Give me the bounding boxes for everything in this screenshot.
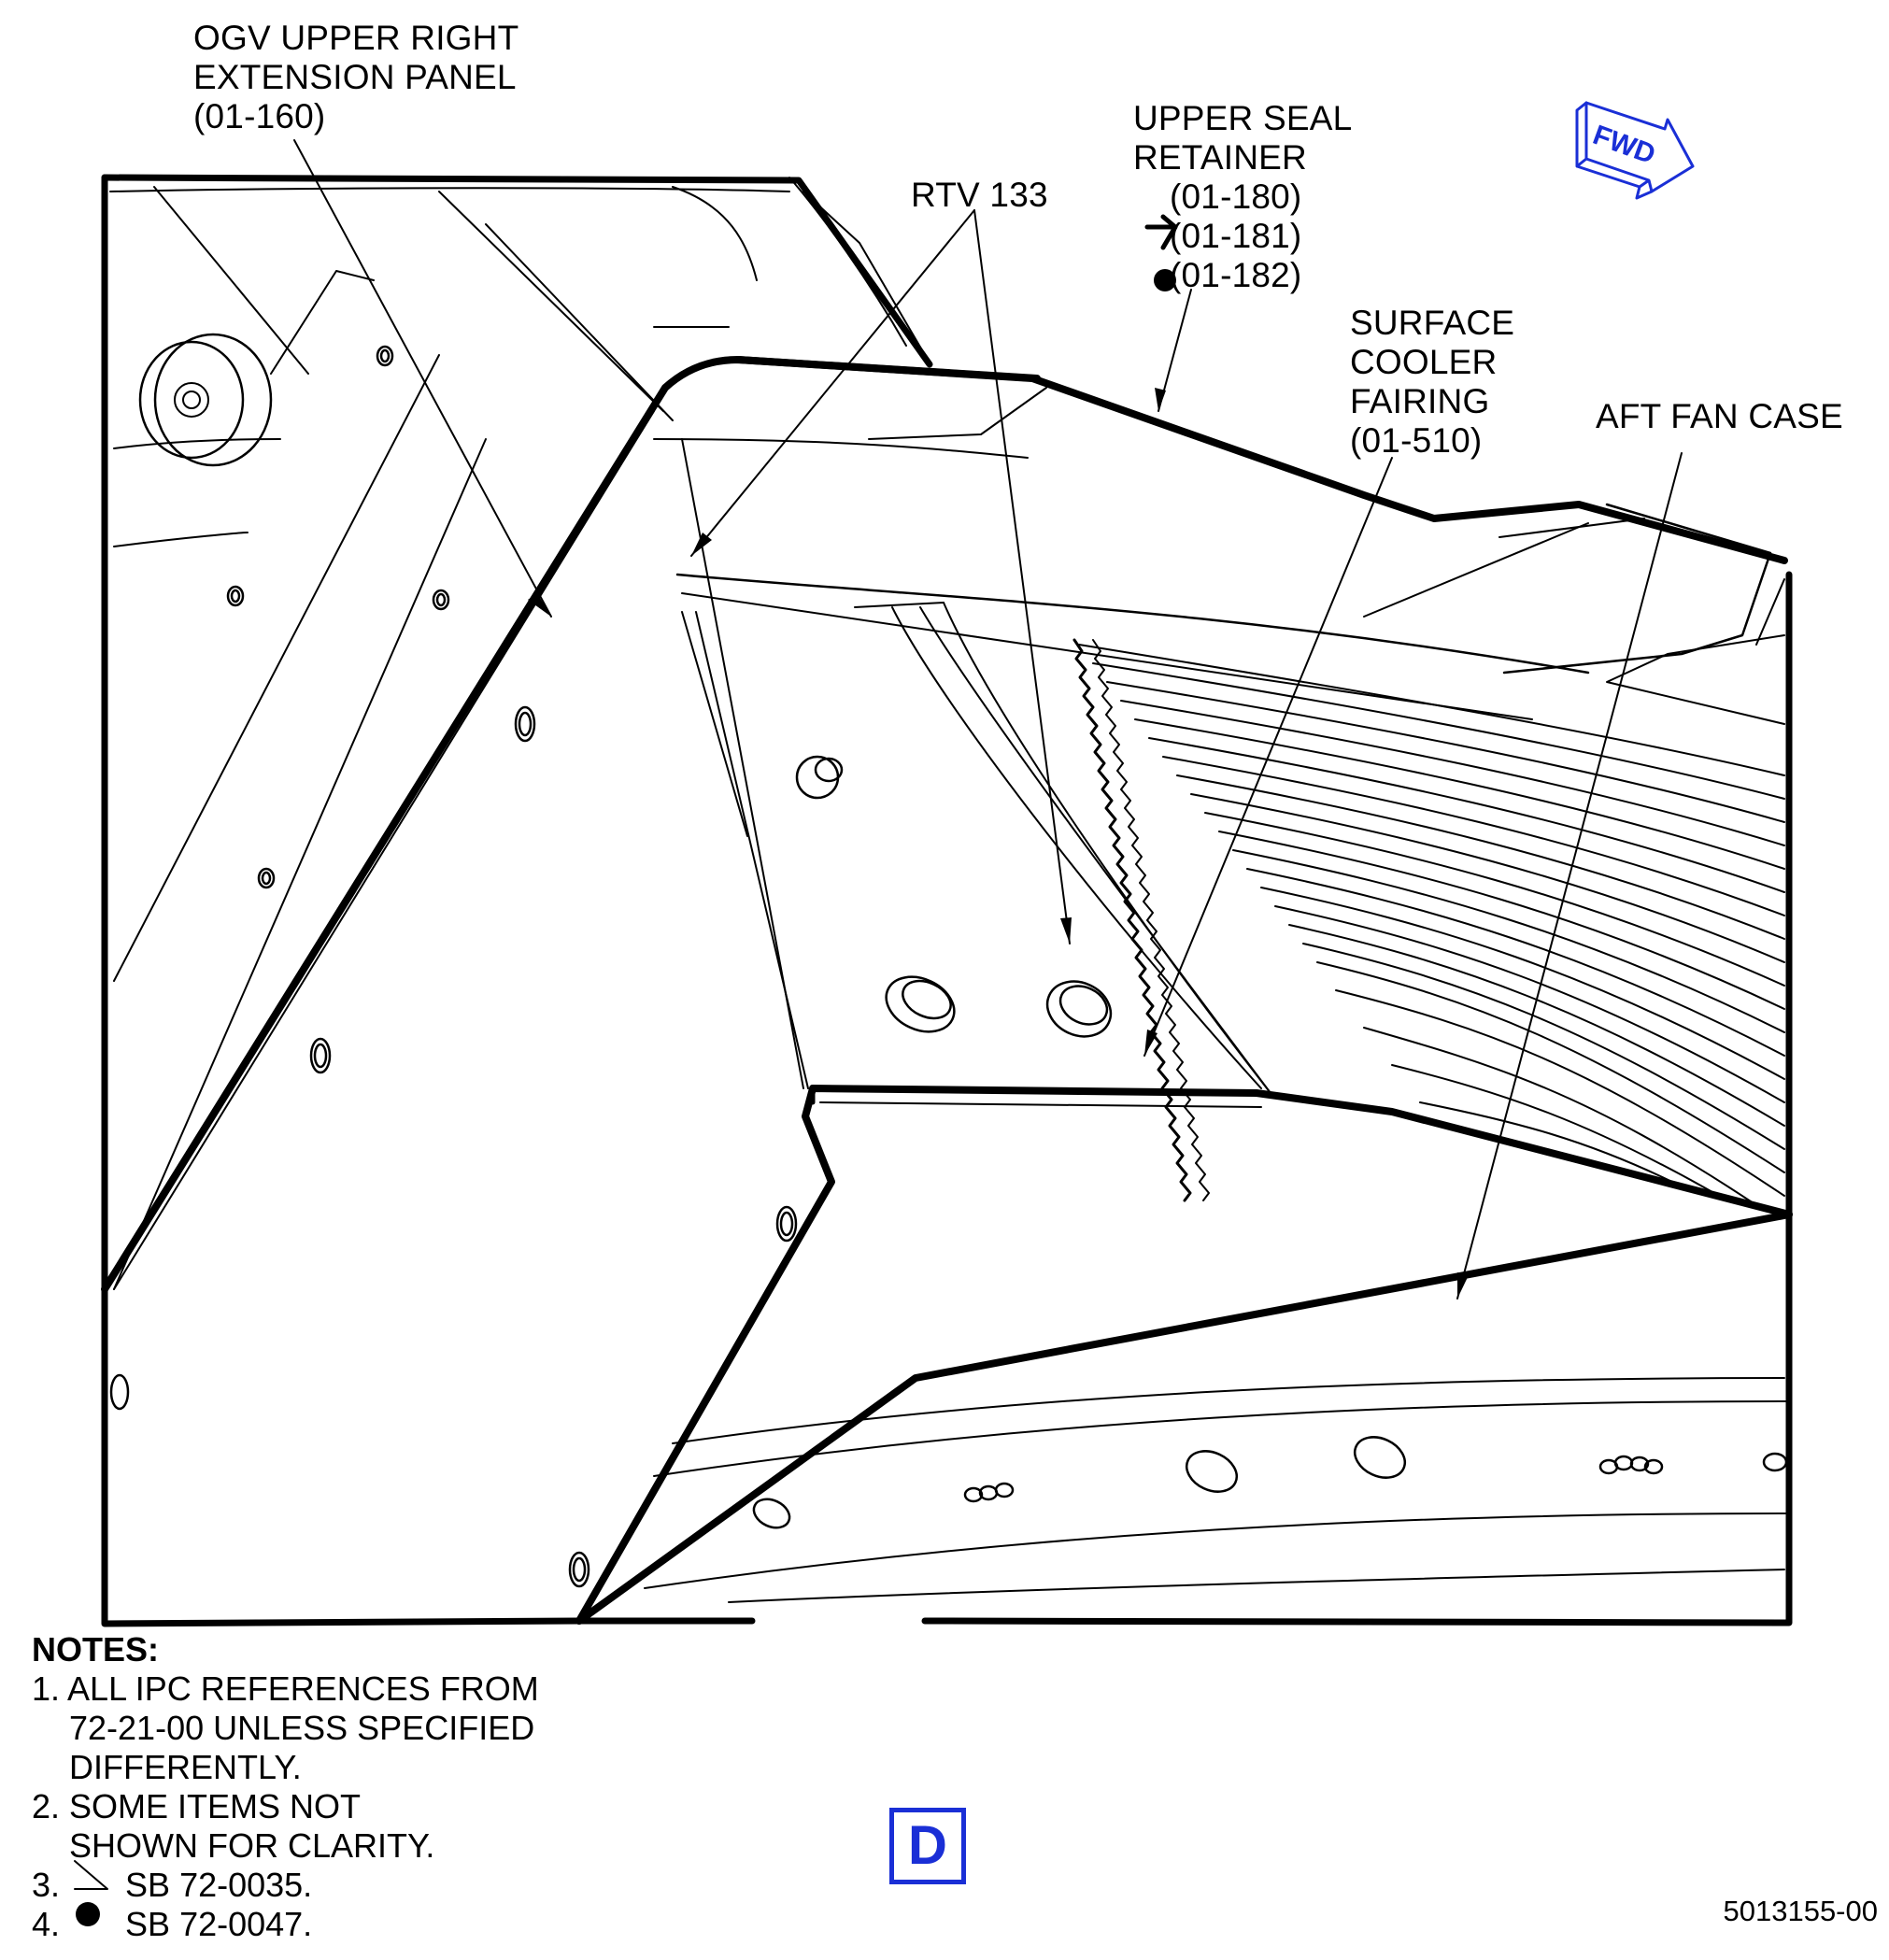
fwd-arrow-icon bbox=[1575, 101, 1695, 200]
frame-left bbox=[101, 174, 583, 1627]
callout-upper-seal: UPPER SEAL RETAINER bbox=[1133, 99, 1353, 177]
callout-upper-seal-ref3: (01-182) bbox=[1170, 256, 1302, 294]
callout-aft-fan-case: AFT FAN CASE bbox=[1596, 397, 1843, 435]
note-line: 2. SOME ITEMS NOT bbox=[32, 1787, 362, 1825]
note-line: 3. SB 72-0035. bbox=[32, 1866, 313, 1904]
leader-rtv-2 bbox=[973, 209, 1071, 944]
note-line: 72-21-00 UNLESS SPECIFIED bbox=[32, 1709, 535, 1747]
frame-bottom-right bbox=[921, 571, 1793, 1626]
fin-edge-zigzag bbox=[1072, 638, 1192, 1202]
leader-ogv-panel bbox=[293, 139, 552, 618]
leader-rtv-1 bbox=[690, 209, 975, 557]
frame-top-left bbox=[101, 174, 933, 368]
surface-cooler-fins bbox=[1078, 644, 1785, 1206]
notes-title: NOTES: bbox=[32, 1630, 160, 1669]
note4-dot-icon bbox=[76, 1902, 100, 1926]
lower-panel-outline bbox=[575, 1085, 1793, 1625]
callout-upper-seal-ref1: (01-180) bbox=[1170, 178, 1302, 216]
drawing-number: 5013155-00 bbox=[1723, 1895, 1879, 1927]
note-line: DIFFERENTLY. bbox=[32, 1748, 302, 1786]
callout-rtv: RTV 133 bbox=[911, 176, 1048, 214]
note-line: 4. SB 72-0047. bbox=[32, 1905, 313, 1943]
callout-upper-seal-ref2: (01-181) bbox=[1170, 217, 1302, 255]
note-line: SHOWN FOR CLARITY. bbox=[32, 1826, 435, 1865]
note-line: 1. ALL IPC REFERENCES FROM bbox=[32, 1669, 539, 1708]
ogv-panel-outline bbox=[101, 356, 1041, 1293]
view-label: D bbox=[889, 1808, 966, 1884]
note3-triangle-icon bbox=[74, 1860, 108, 1890]
leader-aft-fan-case bbox=[1456, 452, 1683, 1300]
notes-block: NOTES: 1. ALL IPC REFERENCES FROM 72-21-… bbox=[32, 1630, 539, 1944]
callout-ogv-panel: OGV UPPER RIGHT EXTENSION PANEL (01-160) bbox=[193, 19, 519, 135]
aft-fan-case-outline bbox=[575, 1211, 1793, 1625]
sb-triangle-symbol bbox=[1144, 214, 1178, 250]
leader-surface-cooler bbox=[1143, 457, 1393, 1057]
sb-dot-symbol bbox=[1154, 269, 1176, 291]
panel-right-edge bbox=[113, 410, 655, 1290]
upper-seal-outline bbox=[734, 356, 1788, 564]
callout-surface-cooler: SURFACE COOLER FAIRING (01-510) bbox=[1350, 304, 1515, 460]
